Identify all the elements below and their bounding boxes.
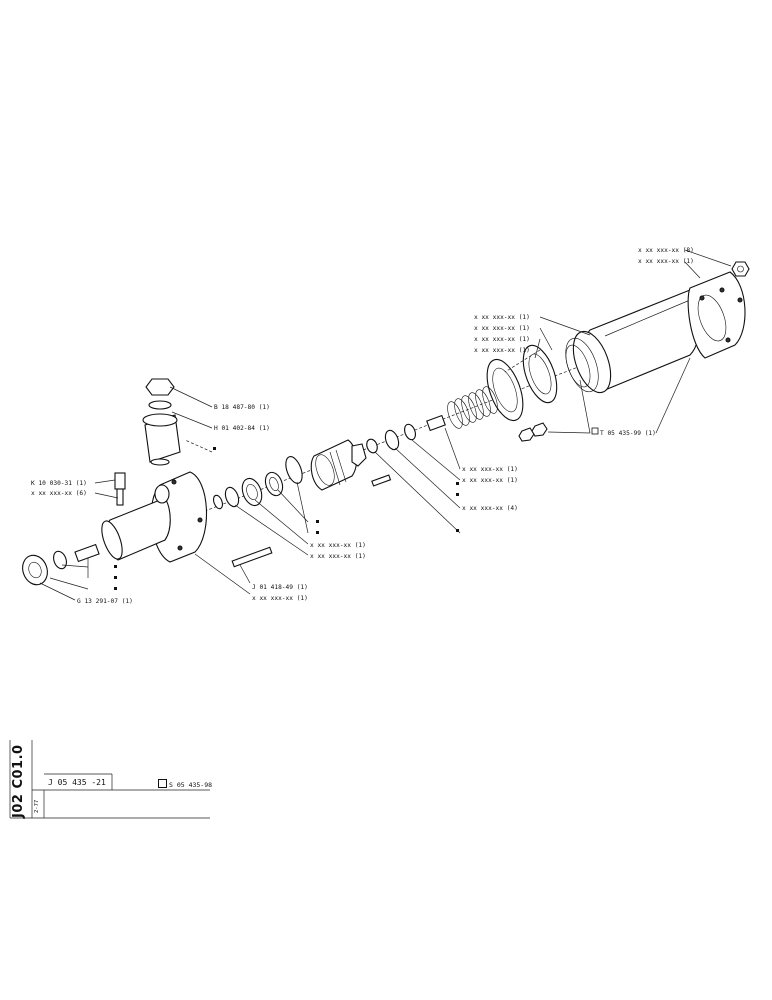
callout-label: x xx xxx-xx (1) [474,336,530,343]
leader-lines [39,249,732,601]
callout-label: B 18 487-80 (1) [214,404,270,411]
title-block-frame [9,740,210,819]
bushing [366,414,446,454]
cylinder-barrel [565,289,701,394]
drawing-number: J 05 435 -21 [48,778,106,787]
nut [731,261,750,277]
callout-label: x xx xxx-xx (1) [462,477,518,484]
callout-label: x xx xxx-xx (1) [474,314,530,321]
callout-label: x xx xxx-xx (1) [252,595,308,602]
reference-markers [114,447,459,590]
callout-label: T 05 435-99 (1) [600,430,656,437]
piston [486,344,558,422]
alternate-number: S 05 435-98 [158,779,212,789]
callout-label: x xx xxx-xx (8) [638,247,694,254]
fitting [22,543,100,586]
bleed-screw [114,472,126,506]
box-marker [591,427,599,435]
reservoir [142,413,181,466]
sub-id: 2-77 [34,799,40,813]
callout-label: x xx xxx-xx (1) [474,325,530,332]
callout-label: x xx xxx-xx (1) [310,553,366,560]
callout-label: x xx xxx-xx (1) [462,466,518,473]
box-marker [158,779,167,788]
o-ring [212,456,303,510]
callout-label: x xx xxx-xx (6) [31,490,87,497]
push-rod [231,546,273,568]
callout-label: x xx xxx-xx (1) [474,347,530,354]
callout-label: x xx xxx-xx (4) [462,505,518,512]
alternate-number-text: S 05 435-98 [169,781,213,789]
callout-label: K 10 030-31 (1) [31,480,87,487]
end-cap-flange [687,271,746,359]
assembly-axis [129,317,706,541]
catalog-id: J02 C01.0 [11,744,26,818]
callout-label: J 01 418-49 (1) [252,584,308,591]
callout-label: G 13 291-07 (1) [77,598,133,605]
cap-nut [145,378,175,410]
small-nut [518,422,548,442]
callout-label: x xx xxx-xx (1) [310,542,366,549]
bolt [371,474,392,487]
main-housing [101,471,208,563]
callout-label: H 01 402-84 (1) [214,425,270,432]
valve-body [310,439,367,491]
spring [447,386,498,429]
callout-label: x xx xxx-xx (1) [638,258,694,265]
